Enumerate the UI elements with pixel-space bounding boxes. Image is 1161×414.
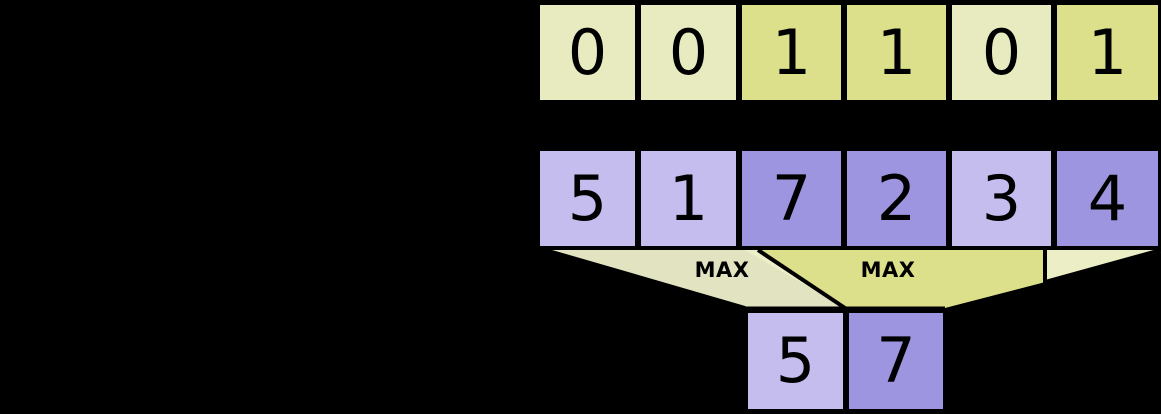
mask-cell: 1 (844, 2, 949, 103)
max-funnel-right-shape (745, 250, 1161, 308)
value-cell: 4 (1054, 148, 1161, 249)
max-label-left: MAX (694, 258, 750, 282)
value-cell: 7 (739, 148, 844, 249)
value-cell: 5 (537, 148, 638, 249)
value-cell: 3 (949, 148, 1054, 249)
output-cell: 7 (846, 310, 946, 412)
mask-cell: 0 (949, 2, 1054, 103)
max-label-right: MAX (860, 258, 916, 282)
max-funnel-right-outline (1043, 248, 1161, 285)
mask-cell: 0 (537, 2, 638, 103)
output-cell: 5 (745, 310, 846, 412)
value-cell: 2 (844, 148, 949, 249)
mask-cell: 1 (739, 2, 844, 103)
max-funnel-overlap-wedge (1045, 250, 1161, 282)
mask-cell: 0 (638, 2, 739, 103)
value-cell: 1 (638, 148, 739, 249)
mask-cell: 1 (1054, 2, 1161, 103)
